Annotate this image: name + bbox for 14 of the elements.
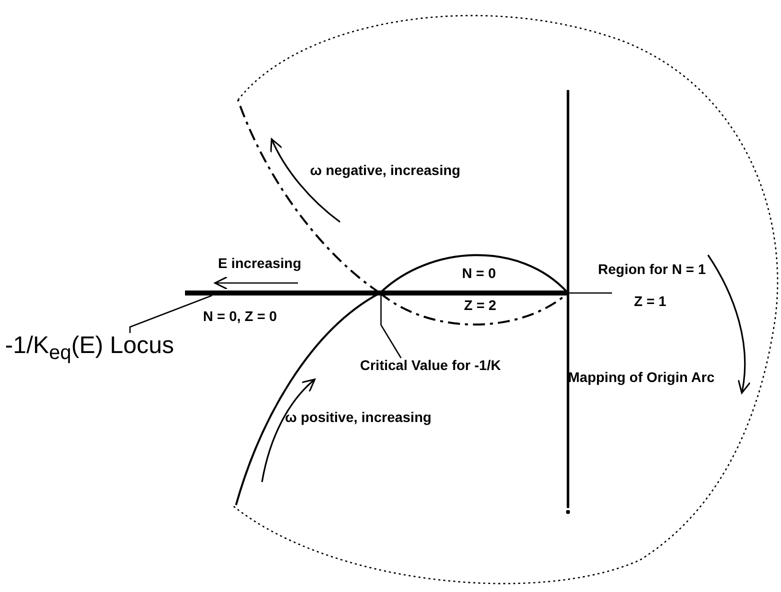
plot-label: N = 0: [462, 266, 496, 282]
plot-label: ω negative, increasing: [310, 163, 460, 178]
leader-line: [380, 296, 402, 358]
plot-label: E increasing: [218, 256, 302, 272]
plot-label: Z = 1: [634, 294, 666, 310]
critical-value-label: Critical Value for -1/K: [360, 358, 501, 374]
plot-label: Mapping of Origin Arc: [568, 370, 714, 386]
plot-label: N = 0, Z = 0: [203, 309, 277, 324]
locus-line: [185, 290, 568, 296]
leader-line: [129, 294, 212, 333]
plot-label: Region for N = 1: [598, 262, 706, 278]
plot-label: ω positive, increasing: [285, 410, 432, 426]
plot-label: Z = 2: [464, 298, 496, 314]
locus-label: -1/K$_{eq}$(E) Locus: [5, 333, 174, 364]
